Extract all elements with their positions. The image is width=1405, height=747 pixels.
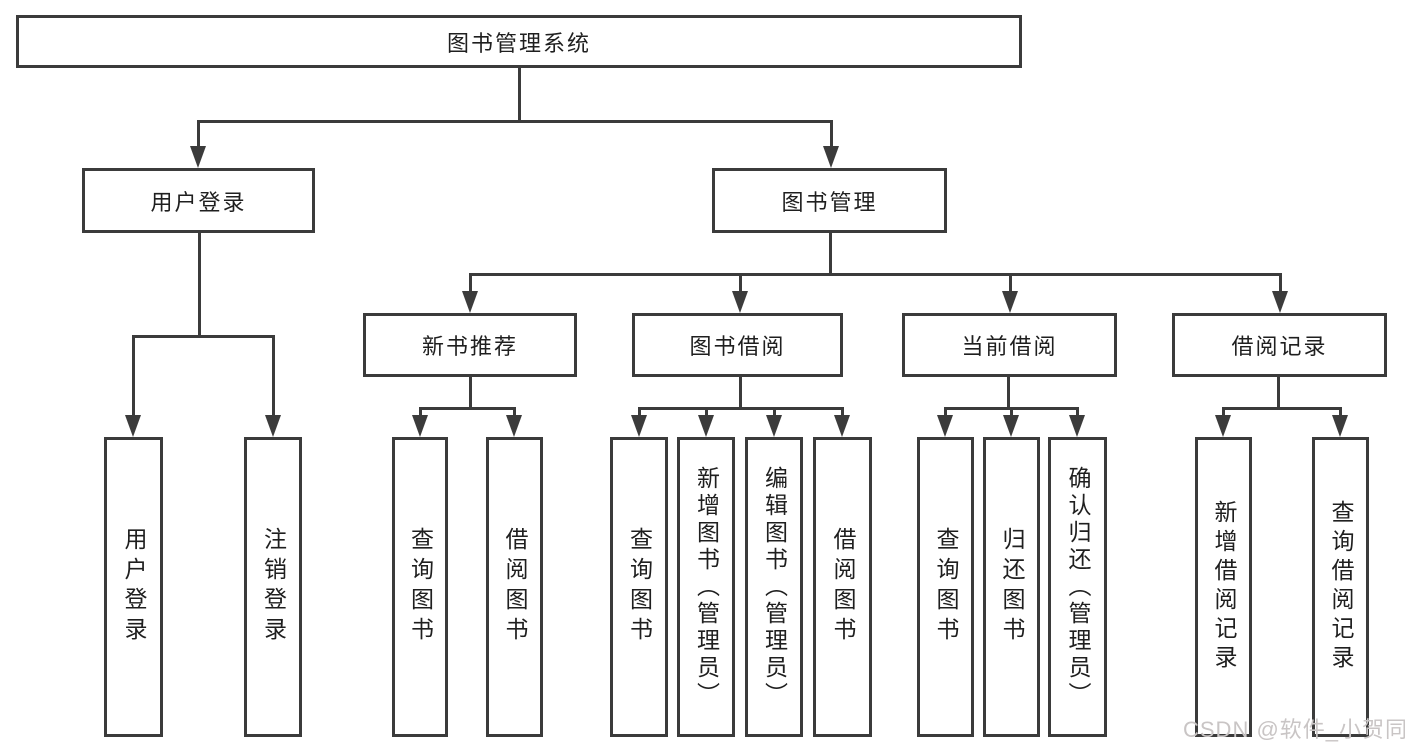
connector-line — [705, 407, 708, 419]
connector-arrow-down-icon — [412, 415, 428, 437]
connector-arrow-down-icon — [462, 291, 478, 313]
connector-line — [1007, 377, 1010, 407]
connector-line — [272, 335, 275, 419]
connector-line — [197, 120, 832, 123]
watermark: CSDN @软件_小贺同学 — [1183, 717, 1405, 742]
connector-arrow-down-icon — [1002, 291, 1018, 313]
node-label: 新增借阅记录 — [1211, 500, 1237, 674]
node-label: 查询图书 — [407, 527, 434, 647]
connector-arrow-down-icon — [1215, 415, 1231, 437]
connector-line — [638, 407, 641, 419]
connector-line — [1010, 407, 1013, 419]
connector-line — [944, 407, 947, 419]
connector-line — [829, 233, 832, 273]
connector-line — [419, 407, 422, 419]
leaf-borrow-books-recommend: 借阅图书 — [486, 437, 543, 737]
connector-line — [518, 68, 521, 120]
node-label: 用户登录 — [150, 189, 247, 215]
connector-arrow-down-icon — [190, 146, 206, 168]
connector-line — [1076, 407, 1079, 419]
connector-line — [469, 377, 472, 407]
connector-arrow-down-icon — [937, 415, 953, 437]
connector-arrow-down-icon — [631, 415, 647, 437]
connector-line — [830, 120, 833, 150]
connector-line — [1222, 407, 1342, 410]
leaf-query-books-current: 查询图书 — [917, 437, 974, 737]
connector-arrow-down-icon — [834, 415, 850, 437]
node-label: 确认归还（管理员） — [1065, 465, 1091, 709]
node-borrow-records: 借阅记录 — [1172, 313, 1387, 377]
leaf-add-book-admin: 新增图书（管理员） — [677, 437, 735, 737]
connector-line — [1279, 273, 1282, 295]
node-label: 图书借阅 — [689, 334, 786, 359]
connector-arrow-down-icon — [1332, 415, 1348, 437]
connector-line — [419, 407, 516, 410]
leaf-query-books-borrow: 查询图书 — [610, 437, 668, 737]
leaf-borrow-books-borrow: 借阅图书 — [813, 437, 872, 737]
connector-arrow-down-icon — [766, 415, 782, 437]
connector-line — [773, 407, 776, 419]
leaf-user-login: 用户登录 — [104, 437, 163, 737]
node-label: 借阅图书 — [830, 527, 856, 647]
leaf-logout: 注销登录 — [244, 437, 302, 737]
node-label: 用户登录 — [121, 527, 147, 647]
connector-arrow-down-icon — [698, 415, 714, 437]
node-label: 新书推荐 — [421, 334, 518, 359]
connector-arrow-down-icon — [1003, 415, 1019, 437]
connector-line — [469, 273, 1281, 276]
connector-line — [198, 233, 201, 335]
connector-arrow-down-icon — [732, 291, 748, 313]
connector-arrow-down-icon — [265, 415, 281, 437]
node-user-login: 用户登录 — [82, 168, 315, 233]
leaf-return-book: 归还图书 — [983, 437, 1040, 737]
node-label: 注销登录 — [260, 527, 287, 647]
connector-arrow-down-icon — [1069, 415, 1085, 437]
node-label: 图书管理系统 — [446, 30, 591, 56]
node-label: 编辑图书（管理员） — [761, 465, 788, 709]
connector-line — [739, 377, 742, 407]
node-label: 新增图书（管理员） — [693, 465, 720, 709]
leaf-confirm-return-admin: 确认归还（管理员） — [1048, 437, 1107, 737]
node-new-book-recommend: 新书推荐 — [363, 313, 577, 377]
connector-line — [1339, 407, 1342, 419]
connector-arrow-down-icon — [1272, 291, 1288, 313]
connector-line — [841, 407, 844, 419]
node-label: 查询借阅记录 — [1328, 500, 1354, 674]
connector-line — [197, 120, 200, 150]
node-book-management: 图书管理 — [712, 168, 947, 233]
node-label: 图书管理 — [781, 189, 878, 215]
node-label: 借阅记录 — [1231, 334, 1328, 359]
node-label: 查询图书 — [933, 527, 959, 647]
node-label: 查询图书 — [626, 527, 653, 647]
connector-line — [1009, 273, 1012, 295]
leaf-add-borrow-record: 新增借阅记录 — [1195, 437, 1252, 737]
connector-arrow-down-icon — [125, 415, 141, 437]
node-label: 借阅图书 — [502, 527, 528, 647]
connector-line — [739, 273, 742, 295]
leaf-query-books-recommend: 查询图书 — [392, 437, 448, 737]
connector-line — [1277, 377, 1280, 407]
leaf-edit-book-admin: 编辑图书（管理员） — [745, 437, 803, 737]
connector-line — [132, 335, 135, 419]
node-label: 归还图书 — [999, 527, 1025, 647]
connector-line — [638, 407, 844, 410]
node-label: 当前借阅 — [961, 334, 1058, 359]
connector-line — [469, 273, 472, 295]
connector-arrow-down-icon — [823, 146, 839, 168]
connector-line — [1222, 407, 1225, 419]
node-current-borrow: 当前借阅 — [902, 313, 1117, 377]
leaf-query-borrow-record: 查询借阅记录 — [1312, 437, 1369, 737]
node-system-root: 图书管理系统 — [16, 15, 1022, 68]
connector-line — [132, 335, 274, 338]
node-book-borrow: 图书借阅 — [632, 313, 843, 377]
connector-arrow-down-icon — [506, 415, 522, 437]
connector-line — [513, 407, 516, 419]
